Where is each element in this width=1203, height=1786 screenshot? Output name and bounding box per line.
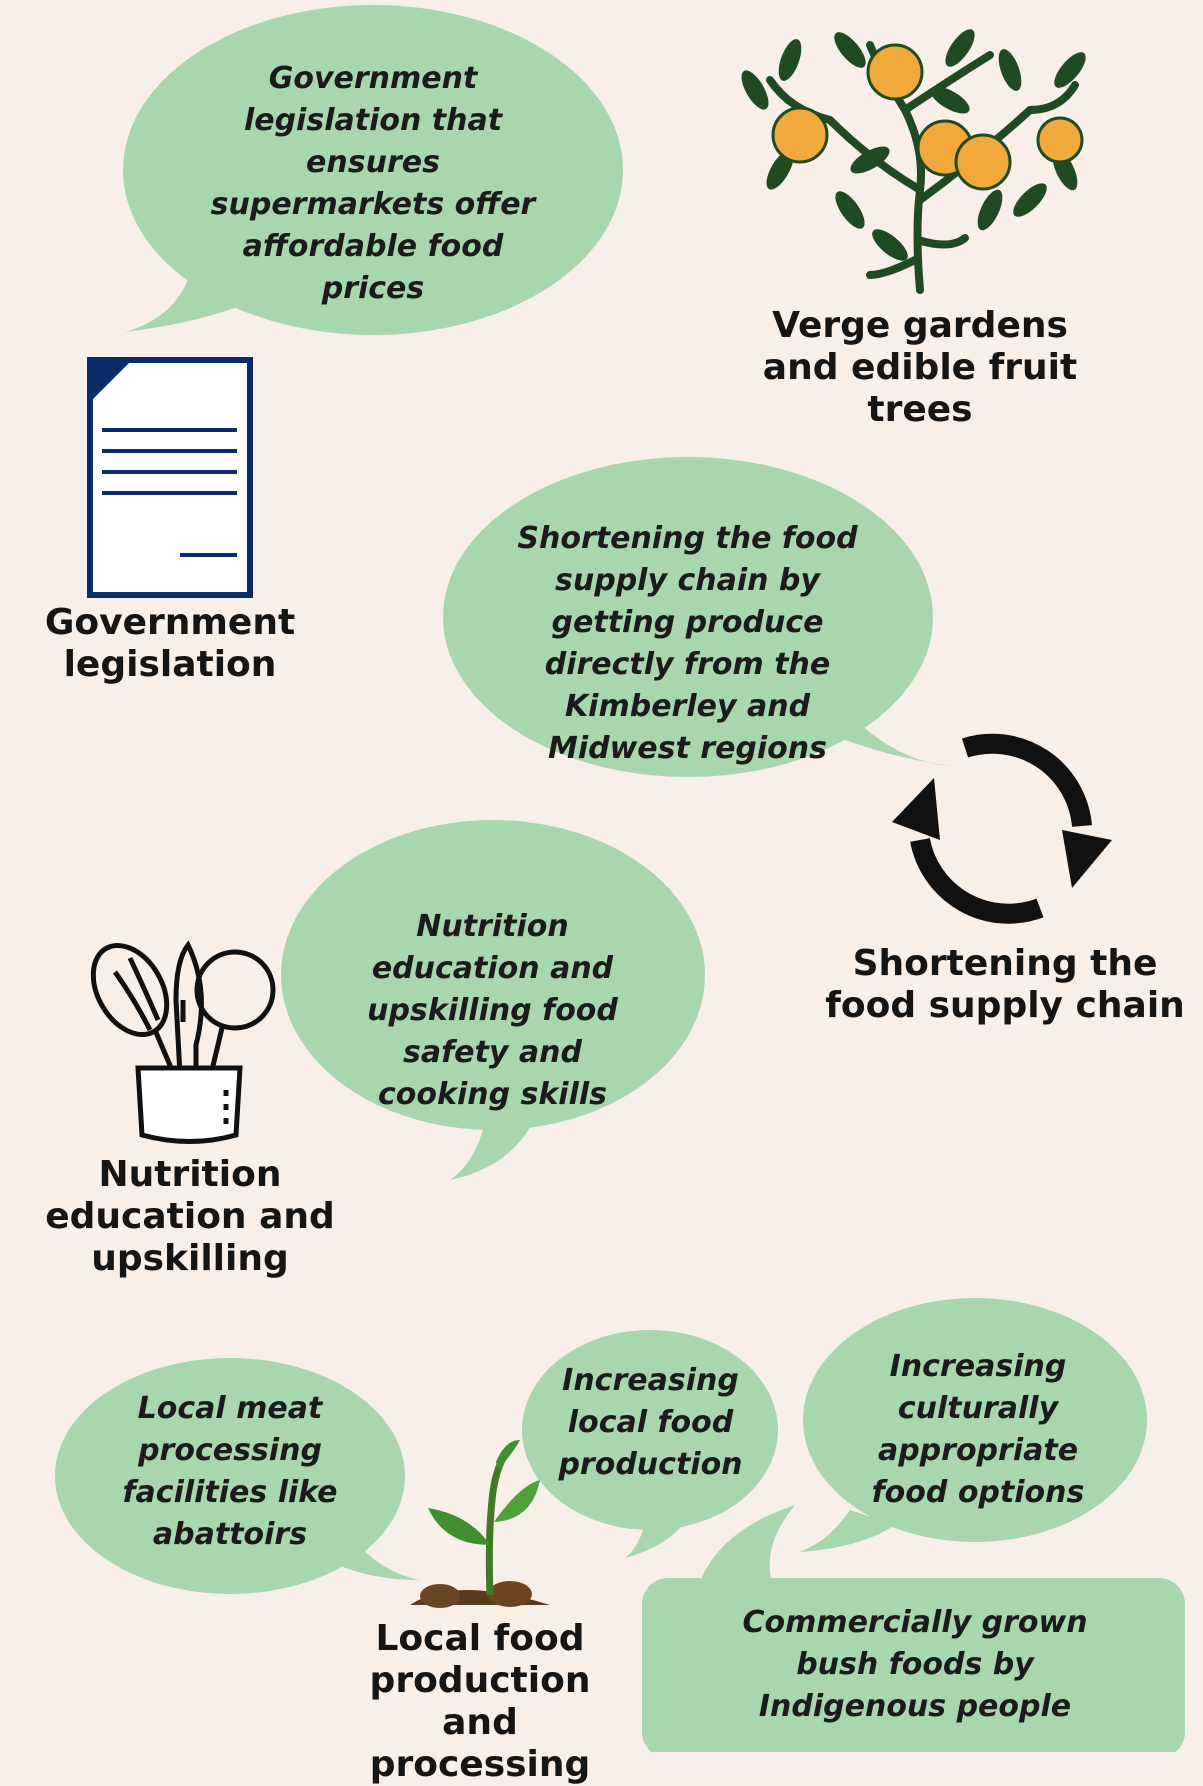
label-supply-chain: Shortening the food supply chain (825, 943, 1185, 1026)
label-nutrition-education: Nutrition education and upskilling (45, 1154, 335, 1279)
bubble-supply-chain (443, 457, 950, 777)
bubble-text-nutrition: Nutrition education and upskilling food … (367, 909, 618, 1112)
kitchen-utensils-icon (90, 940, 276, 1144)
bubble-cultural (800, 1298, 1147, 1552)
bubble-local-production (522, 1330, 778, 1558)
bubble-meat (55, 1358, 420, 1594)
bubble-text-bush-foods: Commercially grown bush foods by Indigen… (742, 1605, 1088, 1724)
label-government-legislation: Government legislation (44, 602, 296, 685)
orange-tree-icon (741, 29, 1086, 294)
bubble-nutrition (281, 820, 705, 1180)
bubble-text-meat: Local meat processing facilities like ab… (122, 1391, 338, 1552)
bubble-text-supply-chain: Shortening the food supply chain by gett… (517, 521, 858, 766)
bubble-text-legislation: Government legislation that ensures supe… (210, 61, 536, 306)
label-verge-gardens: Verge gardens and edible fruit trees (762, 305, 1078, 430)
document-icon (87, 357, 253, 598)
label-local-food-production: Local food production and processing (369, 1618, 591, 1785)
bubble-legislation (123, 5, 623, 335)
recycle-arrows-icon (892, 733, 1112, 924)
seedling-icon (410, 1440, 550, 1608)
bubble-text-cultural: Increasing culturally appropriate food o… (871, 1349, 1085, 1510)
bubble-text-local-production: Increasing local food production (558, 1363, 743, 1482)
bubble-bush-foods (642, 1505, 1185, 1752)
